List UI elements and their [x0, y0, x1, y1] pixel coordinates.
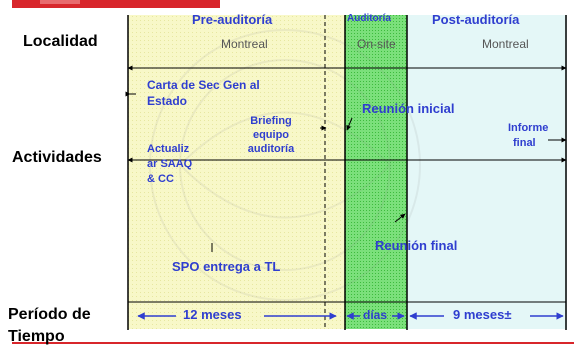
activity-update-line3: & CC — [147, 173, 174, 185]
duration-post: 9 meses± — [453, 307, 512, 322]
phase-title-pre: Pre-auditoría — [192, 12, 273, 27]
activity-briefing-line1: Briefing — [250, 115, 292, 127]
post-audit-zone — [407, 15, 567, 329]
phase-title-onsite: Auditoría — [347, 13, 391, 24]
duration-onsite: días — [363, 308, 388, 322]
location-onsite: On-site — [357, 37, 396, 51]
row-label-activities: Actividades — [12, 149, 102, 166]
watermark-seal — [149, 29, 421, 301]
row-label-period-2: Tiempo — [8, 328, 65, 345]
activity-letter-line1: Carta de Sec Gen al — [147, 78, 260, 92]
activity-letter-line2: Estado — [147, 94, 188, 108]
location-pre: Montreal — [221, 37, 268, 51]
activity-spo-delivery: SPO entrega a TL — [172, 259, 281, 274]
activity-update-line2: ar SAAQ — [147, 158, 193, 170]
activity-briefing-line3: auditoría — [247, 143, 295, 155]
pre-audit-zone — [128, 15, 345, 329]
duration-pre: 12 meses — [183, 307, 242, 322]
location-post: Montreal — [482, 37, 529, 51]
activity-briefing-line2: equipo — [252, 129, 290, 141]
activity-update-line1: Actualiz — [147, 143, 190, 155]
phase-title-post: Post-auditoría — [432, 12, 520, 27]
activity-opening-meeting: Reunión inicial — [362, 101, 455, 116]
row-label-period: Período de — [8, 306, 91, 323]
row-label-location: Localidad — [23, 33, 98, 50]
activity-final-report-line1: Informe — [508, 122, 549, 134]
header-bar — [12, 0, 220, 8]
activity-final-report-line2: final — [513, 137, 536, 149]
activity-closing-meeting: Reunión final — [375, 238, 458, 253]
